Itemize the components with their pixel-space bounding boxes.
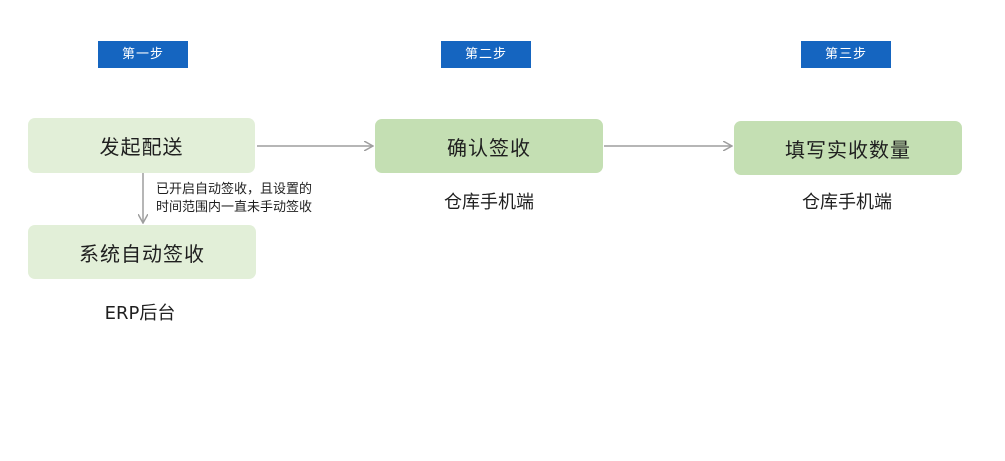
- node-auto-sign: 系统自动签收: [28, 225, 256, 279]
- step-1-tag: 第一步: [98, 41, 188, 68]
- caption-warehouse-mobile-1: 仓库手机端: [444, 192, 534, 213]
- step-2-tag: 第二步: [441, 41, 531, 68]
- caption-erp-backend: ERP后台: [104, 303, 176, 324]
- caption-warehouse-mobile-2: 仓库手机端: [802, 192, 892, 213]
- node-start-delivery: 发起配送: [28, 118, 255, 173]
- node-fill-quantity: 填写实收数量: [734, 121, 962, 175]
- auto-sign-condition-line2: 时间范围内一直未手动签收: [156, 200, 313, 215]
- node-confirm-receipt: 确认签收: [375, 119, 603, 173]
- auto-sign-condition-line1: 已开启自动签收，且设置的: [156, 182, 313, 197]
- step-3-tag: 第三步: [801, 41, 891, 68]
